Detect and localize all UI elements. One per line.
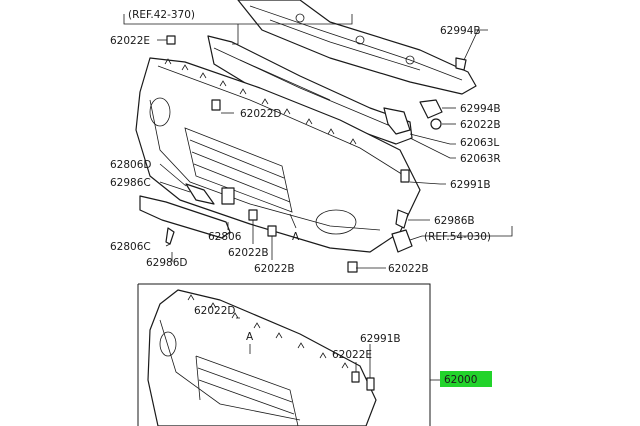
license-plate-bracket — [139, 195, 231, 239]
label-a-upper[interactable]: A — [292, 231, 300, 243]
clip-62022e-top — [166, 35, 176, 45]
bracket-62986c — [185, 183, 215, 205]
label-62022d-mid[interactable]: 62022D — [240, 108, 282, 120]
bumper-assembly-box — [137, 283, 431, 426]
label-62994b-top[interactable]: 62994B — [440, 25, 481, 37]
label-62022b-lower[interactable]: 62022B — [254, 263, 295, 275]
label-62022e-top[interactable]: 62022E — [110, 35, 150, 47]
ref-54-030-label[interactable]: (REF.54-030) — [424, 231, 491, 243]
clip-62986b — [395, 209, 409, 229]
leader-lines — [123, 14, 513, 381]
clip-62022d-mid — [211, 99, 221, 111]
label-62994b-mid[interactable]: 62994B — [460, 103, 501, 115]
clip-62022b-lower-right — [347, 261, 358, 273]
label-62000[interactable]: 62000 — [444, 374, 477, 386]
clip-62022b-b — [267, 225, 277, 237]
label-62022d-box[interactable]: 62022D — [194, 305, 236, 317]
label-62022b-bottom-right[interactable]: 62022B — [388, 263, 429, 275]
screw-62986d — [165, 227, 175, 245]
label-62022b-right[interactable]: 62022B — [460, 119, 501, 131]
label-62806d[interactable]: 62806D — [110, 159, 152, 171]
bumper-reinforcement — [237, 0, 477, 95]
fog-bracket — [391, 229, 413, 253]
label-62986c[interactable]: 62986C — [110, 177, 151, 189]
label-62991b-right[interactable]: 62991B — [450, 179, 491, 191]
clip-62022b-a — [248, 209, 258, 221]
highlight-62000[interactable]: 62000 — [440, 371, 492, 387]
callout-labels: (REF.42-370) 62022E 62994B 62022D 62994B… — [110, 9, 501, 361]
label-62806c[interactable]: 62806C — [110, 241, 151, 253]
clip-62991b-right — [400, 169, 410, 183]
ref-42-370-label[interactable]: (REF.42-370) — [128, 9, 195, 21]
bumper-cover-assembly — [147, 289, 377, 426]
bumper-cover-upper — [135, 57, 421, 253]
label-62063r[interactable]: 62063R — [460, 153, 501, 165]
bracket-62994b — [383, 99, 443, 135]
highlight-box — [440, 371, 492, 387]
clip-62994b-top — [455, 57, 467, 71]
label-62806[interactable]: 62806 — [208, 231, 242, 243]
label-62022e-box[interactable]: 62022E — [332, 349, 372, 361]
label-62986b[interactable]: 62986B — [434, 215, 475, 227]
bolt-62806 — [221, 187, 235, 205]
label-62986d[interactable]: 62986D — [146, 257, 188, 269]
label-62991b-box[interactable]: 62991B — [360, 333, 401, 345]
label-a-box[interactable]: A — [246, 331, 254, 343]
label-62063l[interactable]: 62063L — [460, 137, 499, 149]
label-62022b-center[interactable]: 62022B — [228, 247, 269, 259]
